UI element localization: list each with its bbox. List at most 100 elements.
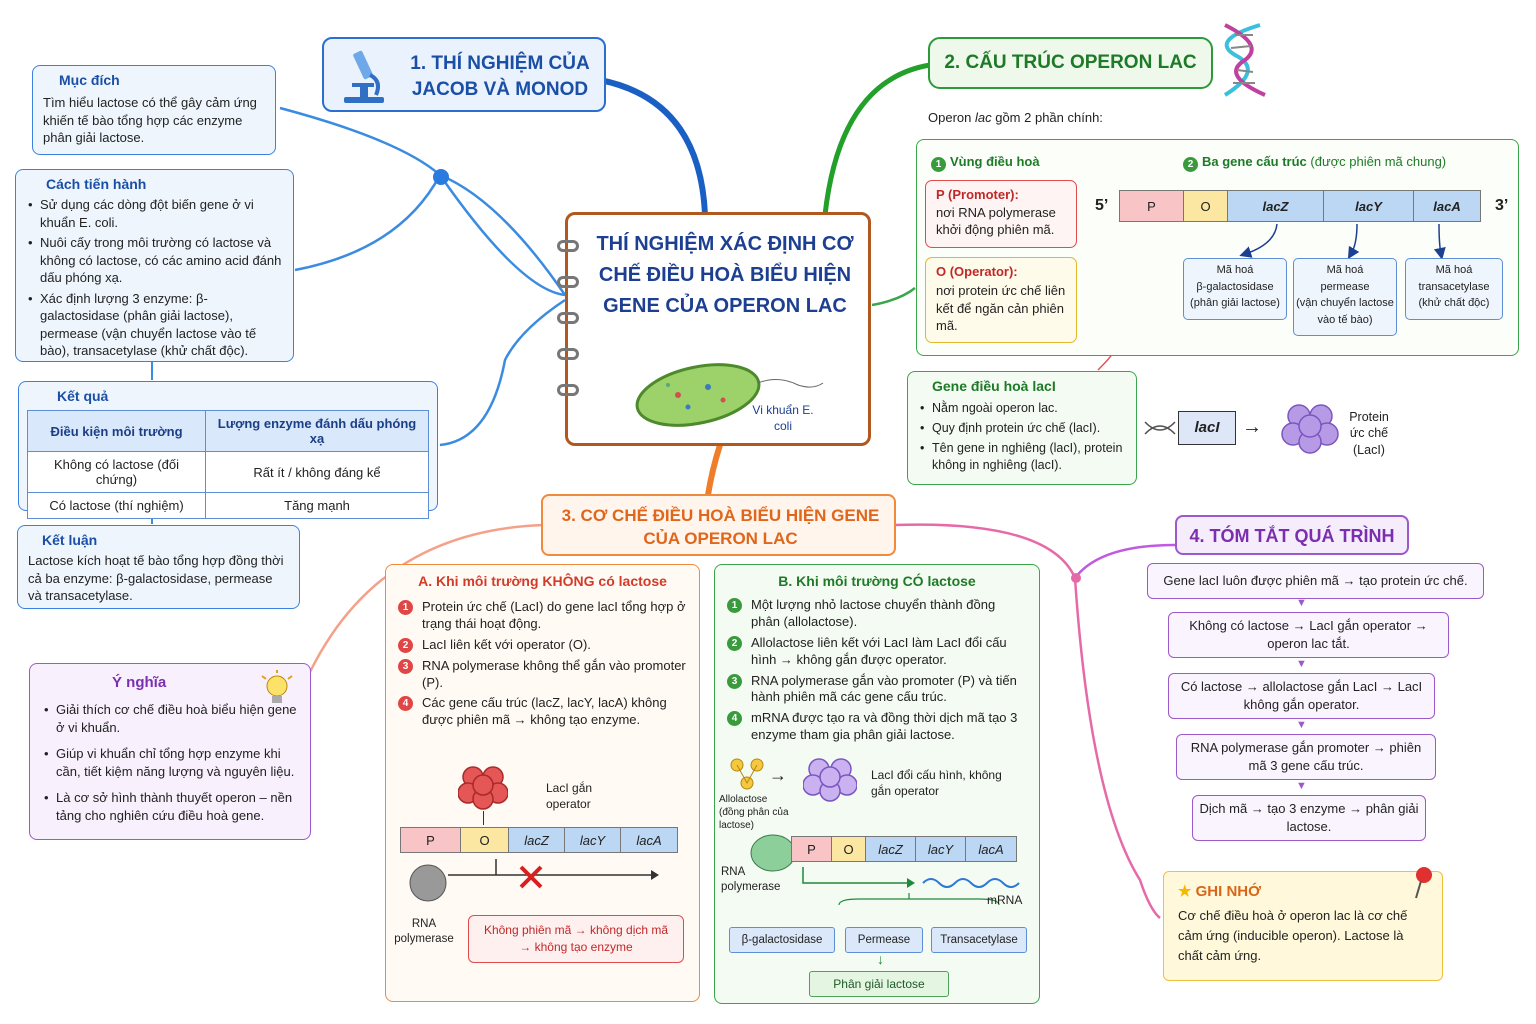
gene-laca: lacA	[1414, 191, 1480, 221]
result-cell: Có lactose (thí nghiệm)	[26, 492, 207, 519]
summary-step: Dịch mã → tạo 3 enzyme → phân giải lacto…	[1192, 795, 1426, 841]
gene-lacy: lacY	[916, 837, 966, 861]
remember-heading-wrap: ★ GHI NHỚ	[1178, 882, 1428, 900]
method-item: Nuôi cấy trong môi trường có lactose và …	[26, 234, 283, 287]
bacteria-label: Vi khuẩn E. coli	[752, 403, 814, 433]
promoter-text: nơi RNA polymerase khởi động phiên mã.	[936, 205, 1056, 237]
conclusion-heading: Kết luận	[42, 532, 98, 548]
inactive-repressor-icon	[803, 758, 857, 802]
gene-p: P	[401, 828, 461, 852]
five-prime-label: 5’	[1095, 197, 1109, 214]
step-text: RNA polymerase không thể gắn vào promote…	[422, 657, 686, 690]
operon-gene-map: P O lacZ lacY lacA	[1119, 190, 1481, 222]
step-text: Protein ức chế (LacI) do gene lacI tổng …	[422, 599, 686, 631]
transcription-arrow	[802, 867, 1020, 906]
summary-step-text: Gene lacI luôn được phiên mã → tạo prote…	[1163, 573, 1468, 588]
repressor-protein-icon	[1281, 404, 1339, 454]
result-cell: Không có lactose (đối chứng)	[26, 451, 207, 493]
no-expression-result: Không phiên mã → không dịch mã → không t…	[468, 915, 684, 963]
center-title: THÍ NGHIỆM XÁC ĐỊNH CƠ CHẾ ĐIỀU HOÀ BIỂU…	[596, 233, 854, 317]
encode-line: (phân giải lactose)	[1190, 297, 1280, 309]
section4-title: 4. TÓM TẮT QUÁ TRÌNH	[1189, 526, 1395, 546]
laci-change-label: LacI đổi cấu hình, không gắn operator	[871, 768, 1002, 799]
rnap-label: RNA polymerase	[394, 918, 454, 945]
arrow-icon: →	[769, 765, 787, 785]
gene-o: O	[461, 828, 509, 852]
encode-box-lacy: Mã hoá permease (vận chuyển lactose vào tế…	[1293, 258, 1397, 336]
section1-title: 1. THÍ NGHIỆM CỦA JACOB VÀ MONOD	[410, 53, 590, 100]
with-lactose-heading: B. Khi môi trường CÓ lactose	[778, 573, 976, 589]
significance-item: Giúp vi khuẩn chỉ tổng hợp enzyme khi cầ…	[42, 745, 298, 780]
operator-box: O (Operator): nơi protein ức chế liên kế…	[925, 257, 1077, 343]
regulatory-heading: Vùng điều hoà	[950, 154, 1040, 169]
summary-step: Có lactose → allolactose gắn LacI → LacI…	[1168, 673, 1435, 719]
step-text: Các gene cấu trúc (lacZ, lacY, lacA) khô…	[422, 695, 667, 728]
summary-step: RNA polymerase gắn promoter → phiên mã 3…	[1176, 734, 1436, 780]
notebook-rings	[557, 240, 579, 410]
gene-lacy: lacY	[1324, 191, 1414, 221]
encode-line: β-galactosidase	[1196, 280, 1274, 293]
promoter-box: P (Promoter): nơi RNA polymerase khởi độ…	[925, 180, 1077, 248]
section4-title-box: 4. TÓM TẮT QUÁ TRÌNH	[1175, 515, 1409, 555]
gene-lacz: lacZ	[866, 837, 916, 861]
allolactose-label: Allolactose (đồng phân của lactose)	[719, 794, 789, 831]
significance-item: Giải thích cơ chế điều hoà biểu hiện gen…	[42, 701, 298, 736]
section3-title: 3. CƠ CHẾ ĐIỀU HOÀ BIỂU HIỆN GENE CỦA OP…	[561, 506, 880, 548]
encode-line: permease	[1320, 280, 1370, 293]
repressor-bound-label: LacI gắn operator	[546, 781, 593, 812]
microscope-icon	[344, 50, 384, 103]
significance-box: Ý nghĩa Giải thích cơ chế điều hoà biểu …	[29, 663, 311, 840]
lightbulb-icon	[261, 670, 293, 703]
gene-lacz: lacZ	[1228, 191, 1324, 221]
enzyme-box: Transacetylase	[931, 927, 1027, 953]
summary-step: Gene lacI luôn được phiên mã → tạo prote…	[1147, 563, 1484, 599]
three-prime-label: 3’	[1495, 197, 1509, 214]
purpose-text: Tìm hiểu lactose có thể gây cảm ứng khiế…	[43, 95, 257, 146]
operon-intro: Operon lac gồm 2 phần chính:	[928, 110, 1103, 125]
section1-title-box: 1. THÍ NGHIỆM CỦA JACOB VÀ MONOD	[322, 37, 606, 112]
mrna-label: mRNA	[987, 893, 1023, 907]
summary-step-text: Có lactose → allolactose gắn LacI → LacI…	[1180, 679, 1423, 712]
regulator-heading: Gene điều hoà lacI	[932, 378, 1056, 394]
promoter-title: P (Promoter):	[936, 187, 1019, 202]
operator-title: O (Operator):	[936, 264, 1018, 279]
section2-title-box: 2. CẤU TRÚC OPERON LAC	[928, 37, 1213, 89]
purpose-box: Mục đích Tìm hiểu lactose có thể gây cảm…	[32, 65, 276, 155]
no-lactose-heading: A. Khi môi trường KHÔNG có lactose	[418, 573, 667, 589]
conclusion-box: Kết luận Lactose kích hoạt tế bào tổng h…	[17, 525, 300, 609]
enzyme-box: β-galactosidase	[729, 927, 835, 953]
enzyme-box: Permease	[845, 927, 923, 953]
gene-lacz: lacZ	[509, 828, 565, 852]
regulator-item: Nằm ngoài operon lac.	[918, 400, 1126, 417]
significance-list: Giải thích cơ chế điều hoà biểu hiện gen…	[42, 701, 298, 824]
encode-line: (vận chuyển lactose vào tế bào)	[1296, 297, 1394, 326]
gene-o: O	[1184, 191, 1228, 221]
significance-item: Là cơ sở hình thành thuyết operon – nền …	[42, 789, 298, 824]
gene-o: O	[832, 837, 866, 861]
section2-title: 2. CẤU TRÚC OPERON LAC	[944, 52, 1197, 73]
active-repressor-icon	[458, 766, 508, 810]
operon-no-lactose: P O lacZ lacY lacA	[400, 827, 678, 853]
result-col-header: Điều kiện môi trường	[26, 410, 207, 452]
center-notebook: THÍ NGHIỆM XÁC ĐỊNH CƠ CHẾ ĐIỀU HOÀ BIỂU…	[565, 212, 871, 446]
gene-p: P	[792, 837, 832, 861]
encode-line: Mã hoá	[1326, 264, 1364, 276]
encode-line: Mã hoá	[1216, 264, 1254, 276]
arrow-down-icon: ↓	[877, 951, 884, 967]
summary-step-text: RNA polymerase gắn promoter → phiên mã 3…	[1190, 740, 1422, 773]
method-box: Cách tiến hành Sử dụng các dòng đột biến…	[15, 169, 294, 362]
remember-heading: GHI NHỚ	[1195, 883, 1261, 900]
section3-title-box: 3. CƠ CHẾ ĐIỀU HOÀ BIỂU HIỆN GENE CỦA OP…	[541, 494, 896, 556]
step-text: Allolactose liên kết với LacI làm LacI đ…	[751, 634, 1007, 667]
regulator-item: Tên gene in nghiêng (lacI), protein khôn…	[918, 440, 1126, 474]
laci-gene-box: lacI	[1178, 411, 1236, 445]
